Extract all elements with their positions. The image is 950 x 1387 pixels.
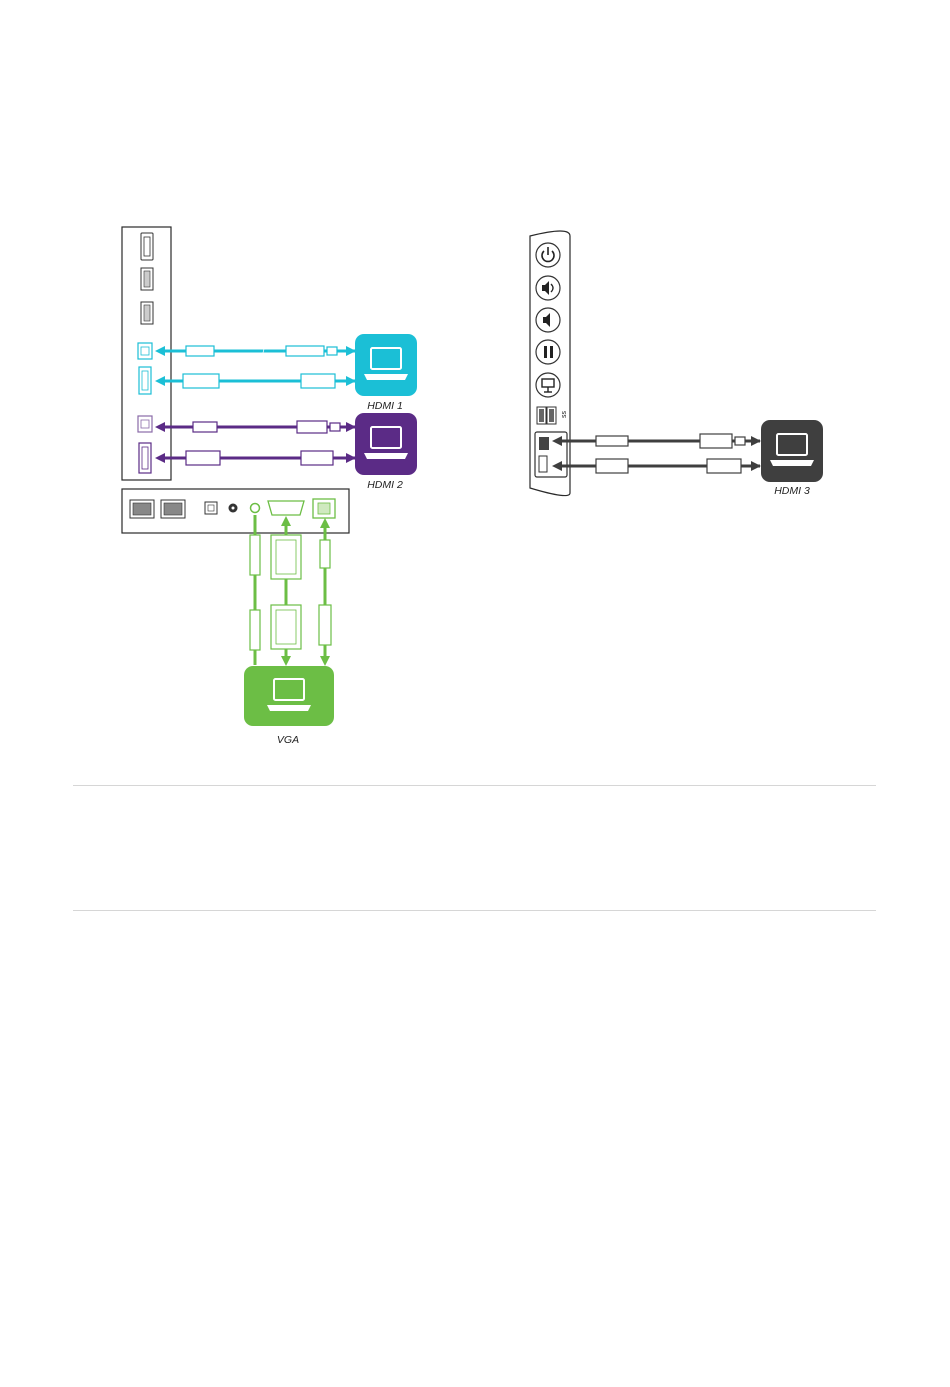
input-select-button	[536, 373, 560, 397]
hdmi-port-icon	[141, 233, 153, 260]
bottom-connector-panel	[122, 489, 349, 533]
hdmi1-usb-cable: /	[155, 346, 356, 357]
connection-diagram: / HDMI 1 HDM	[0, 0, 950, 800]
hdmi2-computer: HDMI 2	[355, 413, 417, 491]
hdmi3-usb-cable	[552, 434, 761, 448]
hdmi2-usb-cable	[155, 421, 356, 433]
usb-b-port-vga	[313, 499, 335, 518]
hdmi3-computer: HDMI 3	[761, 420, 823, 497]
hdmi1-label: HDMI 1	[367, 400, 403, 412]
vga-audio-cable	[250, 515, 260, 665]
hdmi1-hdmi-cable	[155, 374, 356, 388]
hdmi-port-hdmi2	[139, 443, 151, 473]
power-button	[536, 243, 560, 267]
rj45-port-icon	[130, 500, 154, 518]
freeze-button	[536, 340, 560, 364]
volume-down-button	[536, 308, 560, 332]
divider	[73, 785, 876, 786]
usb-b-port-icon	[205, 502, 217, 514]
usb-a-port-icon	[141, 302, 153, 324]
hdmi1-computer: HDMI 1	[355, 334, 417, 412]
divider	[73, 910, 876, 911]
usb-icon: ss	[561, 411, 568, 419]
hdmi2-hdmi-cable	[155, 451, 356, 465]
front-control-panel: ss	[530, 231, 570, 496]
vga-computer: VGA	[244, 666, 334, 746]
hdmi3-port-group	[535, 432, 567, 477]
audio-out-port-icon	[229, 504, 238, 513]
vga-video-cable	[271, 516, 301, 666]
usb-b-port-hdmi2	[138, 416, 152, 432]
vga-port	[268, 501, 304, 515]
rj45-port-icon	[161, 500, 185, 518]
hdmi-port-hdmi1	[139, 367, 151, 394]
usb-a-port-icon	[141, 268, 153, 290]
hdmi3-hdmi-cable	[552, 459, 761, 473]
vga-usb-cable	[319, 518, 331, 666]
hdmi2-label: HDMI 2	[367, 479, 403, 491]
volume-up-button	[536, 276, 560, 300]
usb-b-port-hdmi1	[138, 343, 152, 359]
vga-label: VGA	[277, 734, 299, 746]
audio-in-port-vga	[251, 504, 260, 513]
hdmi3-label: HDMI 3	[774, 485, 810, 497]
